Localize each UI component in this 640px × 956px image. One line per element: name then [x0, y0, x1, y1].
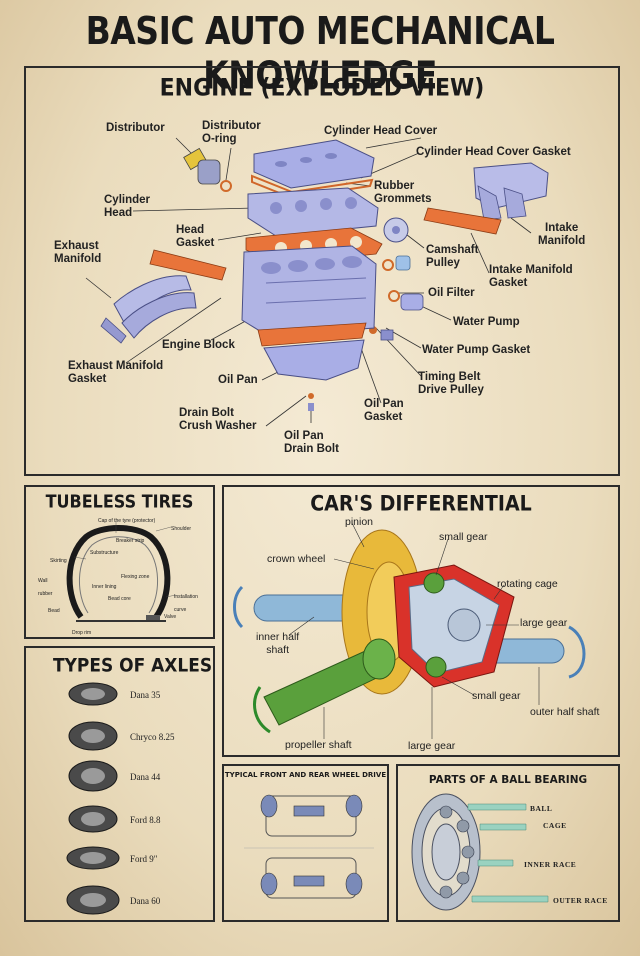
engine-block-part — [241, 245, 377, 337]
diff-label-small-gear-top: small gear — [439, 531, 488, 543]
label-exhaust-manifold: Exhaust Manifold — [54, 240, 102, 265]
tire-label-shoulder: Shoulder — [171, 526, 192, 532]
ball-bearing-illustration — [411, 793, 549, 911]
label-cylinder-head: Cylinder Head — [104, 194, 151, 219]
differential-panel-title: CAR'S DIFFERENTIAL — [310, 491, 532, 517]
differential-panel: CAR'S DIFFERENTIAL — [222, 485, 620, 757]
distributor-part — [183, 147, 232, 192]
axles-panel: TYPES OF AXLES Dana 35 Chryco 8.25 Dana … — [24, 646, 215, 922]
label-head-gasket: Head Gasket — [176, 224, 215, 249]
axle-label-4: Ford 8.8 — [130, 815, 161, 825]
engine-illustration — [85, 137, 549, 427]
label-timing-belt-drive-pulley: Timing Belt Drive Pulley — [418, 371, 484, 396]
label-exhaust-manifold-gasket: Exhaust Manifold Gasket — [68, 360, 164, 385]
label-intake-manifold: Intake Manifold — [538, 222, 586, 247]
tire-label-bead: Bead — [48, 608, 60, 614]
diff-label-small-gear-bottom: small gear — [472, 690, 521, 702]
label-cylinder-head-cover: Cylinder Head Cover — [324, 125, 438, 137]
tires-panel: TUBELESS TIRES Cap of the tyre (protecto… — [24, 485, 215, 639]
diff-label-crown-wheel: crown wheel — [267, 553, 326, 565]
label-distributor-oring: Distributor O-ring — [202, 120, 261, 145]
tire-label-inner-lining: Inner lining — [92, 584, 117, 590]
wheel-drive-panel-title: TYPICAL FRONT AND REAR WHEEL DRIVE — [224, 771, 387, 779]
bearing-panel: PARTS OF A BALL BEARING BALL CAGE INNER … — [396, 764, 620, 922]
wheel-drive-illustration — [244, 794, 374, 899]
oil-pan-part — [257, 322, 367, 411]
label-rubber-grommets: Rubber Grommets — [374, 180, 432, 205]
axle-label-2: Chryco 8.25 — [130, 732, 175, 742]
label-oil-pan: Oil Pan — [218, 374, 258, 386]
axle-covers-illustration — [66, 682, 120, 915]
axle-label-5: Ford 9" — [130, 854, 158, 864]
label-intake-manifold-gasket: Intake Manifold Gasket — [489, 264, 573, 289]
tire-label-substructure: Substructure — [90, 550, 119, 556]
axle-label-1: Dana 35 — [130, 690, 161, 700]
cylinder-head-cover-part — [251, 139, 375, 200]
engine-panel: ENGINE (EXPLODED VIEW) — [24, 66, 620, 476]
label-oil-pan-gasket: Oil Pan Gasket — [364, 398, 404, 423]
label-water-pump-gasket: Water Pump Gasket — [422, 344, 531, 356]
exhaust-manifold-part — [100, 249, 227, 344]
poster-title: BASIC AUTO MECHANICAL KNOWLEDGE — [85, 8, 555, 98]
axle-label-6: Dana 60 — [130, 896, 161, 906]
diff-label-large-gear-bottom: large gear — [408, 740, 456, 752]
differential-illustration — [233, 522, 586, 739]
diff-label-large-gear-right: large gear — [520, 617, 568, 629]
bearing-panel-title: PARTS OF A BALL BEARING — [428, 774, 588, 786]
label-drain-bolt-crush-washer: Drain Bolt Crush Washer — [179, 407, 257, 432]
label-distributor: Distributor — [106, 122, 165, 134]
label-camshaft-pulley: Camshaft Pulley — [426, 244, 479, 269]
label-engine-block: Engine Block — [162, 339, 235, 351]
tire-label-skirting: Skirting — [50, 558, 67, 564]
label-water-pump: Water Pump — [453, 316, 520, 328]
tire-label-valve: Valve — [164, 614, 177, 620]
diff-label-rotating-cage: rotating cage — [497, 578, 558, 590]
diff-label-pinion: pinion — [345, 516, 374, 528]
tire-label-cap: Cap of the tyre (protector) — [98, 518, 156, 524]
diff-label-inner-half-shaft: inner half shaft — [256, 631, 300, 656]
bearing-label-cage: CAGE — [543, 821, 567, 830]
tire-label-flexing-zone: Flexing zone — [121, 574, 150, 580]
bearing-label-inner-race: INNER RACE — [524, 860, 577, 869]
camshaft-pulley-part — [369, 217, 424, 341]
tire-label-installation-curve: Installation curve — [174, 594, 198, 613]
intake-manifold-part — [423, 162, 549, 235]
diff-label-propeller-shaft: propeller shaft — [285, 739, 352, 751]
tire-label-wall-rubber: Wall rubber — [38, 578, 53, 597]
tire-cross-section-illustration — [66, 521, 177, 622]
engine-panel-title: ENGINE (EXPLODED VIEW) — [159, 74, 485, 103]
label-oil-pan-drain-bolt: Oil Pan Drain Bolt — [284, 430, 339, 455]
axle-label-3: Dana 44 — [130, 772, 161, 782]
tire-label-bead-core: Bead core — [108, 596, 131, 602]
tire-label-breaker: Breaker strip — [116, 538, 145, 544]
bearing-label-ball: BALL — [530, 804, 553, 813]
tire-label-drop-rim: Drop rim — [72, 630, 92, 636]
bearing-label-outer-race: OUTER RACE — [553, 896, 608, 905]
axles-panel-title: TYPES OF AXLES — [53, 655, 213, 677]
label-oil-filter: Oil Filter — [428, 287, 475, 299]
label-cylinder-head-cover-gasket: Cylinder Head Cover Gasket — [416, 146, 571, 158]
wheel-drive-panel: TYPICAL FRONT AND REAR WHEEL DRIVE — [222, 764, 389, 922]
diff-label-outer-half-shaft: outer half shaft — [530, 706, 600, 718]
tires-panel-title: TUBELESS TIRES — [45, 491, 194, 512]
